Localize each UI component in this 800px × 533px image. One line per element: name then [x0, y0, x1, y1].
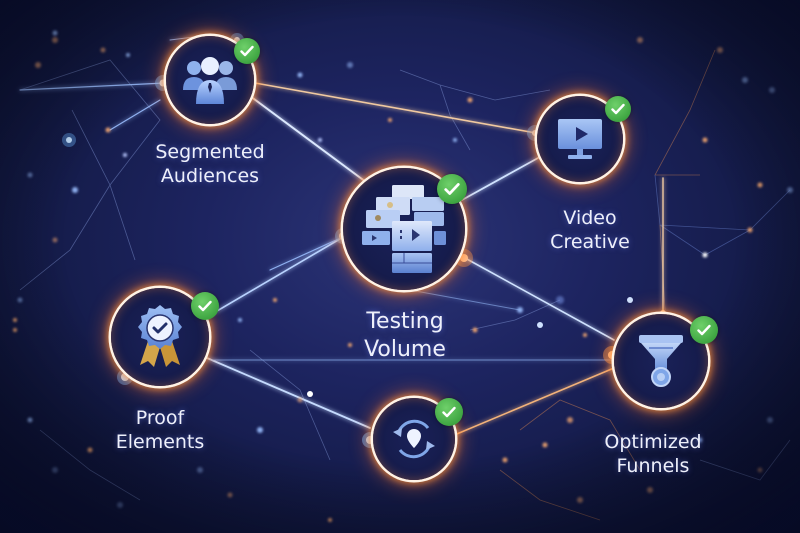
label-line: Funnels: [616, 455, 690, 477]
refresh-location-icon: [393, 419, 435, 459]
node-segmented-audiences[interactable]: [166, 36, 260, 124]
label-testing-volume: Testing Volume: [330, 308, 480, 364]
label-line: Segmented: [155, 141, 265, 163]
video-monitor-icon: [558, 119, 602, 159]
check-badge-icon: [191, 292, 219, 320]
label-line: Optimized: [604, 431, 702, 453]
label-line: Video: [563, 207, 617, 229]
label-optimized-funnels: Optimized Funnels: [588, 430, 718, 478]
label-line: Testing: [366, 309, 444, 334]
check-badge-icon: [437, 174, 467, 204]
node-optimized-funnels[interactable]: [614, 314, 718, 408]
stacked-windows-icon: [362, 185, 446, 273]
label-line: Creative: [550, 231, 630, 253]
check-badge-icon: [690, 316, 718, 344]
people-group-icon: [183, 57, 237, 104]
check-badge-icon: [435, 398, 463, 426]
check-badge-icon: [605, 96, 631, 122]
label-line: Elements: [115, 431, 205, 453]
node-iteration-cycle[interactable]: [373, 398, 463, 480]
node-testing-volume[interactable]: [343, 168, 467, 290]
label-segmented-audiences: Segmented Audiences: [130, 140, 290, 188]
check-badge-icon: [234, 38, 260, 64]
label-line: Audiences: [160, 165, 260, 187]
funnel-icon: [639, 335, 683, 387]
node-proof-elements[interactable]: [111, 288, 219, 386]
award-ribbon-icon: [138, 305, 182, 367]
label-line: Volume: [364, 337, 446, 362]
label-video-creative: Video Creative: [530, 206, 650, 254]
label-line: Proof: [135, 407, 185, 429]
label-proof-elements: Proof Elements: [100, 406, 220, 454]
node-video-creative[interactable]: [537, 96, 631, 182]
